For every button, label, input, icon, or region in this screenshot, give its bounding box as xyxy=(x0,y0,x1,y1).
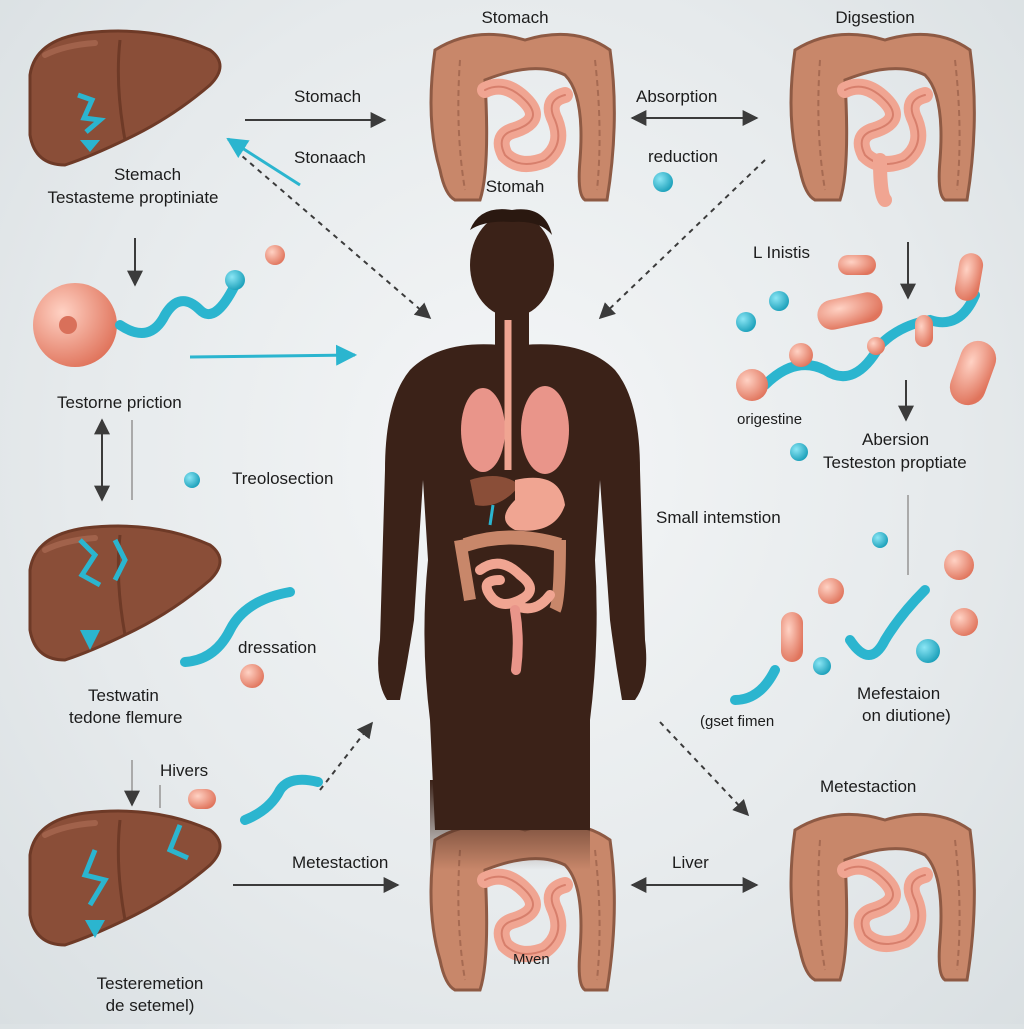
label-gset-fimen: (gset fimen xyxy=(700,713,775,730)
intestine-icon-top-center xyxy=(431,34,614,200)
label-mven: Mven xyxy=(513,951,550,968)
cyan-mark-5 xyxy=(166,824,190,861)
label-stonach: Stonaach xyxy=(294,148,366,167)
intestine-tail xyxy=(873,153,892,207)
label-liver: Liver xyxy=(672,853,709,872)
molecules xyxy=(33,172,997,825)
label-stomach-top: Stomach xyxy=(481,8,549,27)
cyan-triangle-1 xyxy=(80,140,100,152)
label-treolosection: Treolosection xyxy=(232,469,334,488)
label-dressation: dressation xyxy=(238,638,317,657)
label-digestion-top: Digsestion xyxy=(835,8,915,27)
cyan-arrow-icon xyxy=(189,344,358,366)
label-absorption: Absorption xyxy=(636,87,718,106)
arrow-icon-10 xyxy=(319,721,373,791)
label-testeston: Testeston proptiate xyxy=(823,453,967,472)
label-reduction: reduction xyxy=(648,147,718,166)
liver-icon-2 xyxy=(30,526,220,660)
label-testorne: Testorne priction xyxy=(57,393,182,412)
label-linistis: L Inistis xyxy=(753,243,811,262)
label-liver3-line1: Testeremetion xyxy=(96,974,204,993)
cyan-mark-4 xyxy=(81,849,109,907)
label-metestaction: Metestaction xyxy=(292,853,389,872)
intestine-icon-bottom-right xyxy=(791,814,974,980)
label-mefestaion-2: on diutione) xyxy=(862,706,951,725)
label-mefestaion-1: Mefestaion xyxy=(857,684,941,703)
label-hivers: Hivers xyxy=(160,761,209,780)
cyan-triangle-2 xyxy=(80,630,100,650)
label-abersion: Abersion xyxy=(862,430,930,449)
label-small-intestine: Small intemstion xyxy=(656,508,781,527)
label-liver1-line2: Testasteme proptiniate xyxy=(47,188,219,207)
arrow-icon-11 xyxy=(659,721,750,817)
label-testwatin-2: tedone flemure xyxy=(69,708,183,727)
label-origestine: origestine xyxy=(737,411,803,428)
liver-icon-3 xyxy=(30,811,220,945)
label-metestaction-right: Metestaction xyxy=(820,777,917,796)
human-body-icon xyxy=(378,209,647,870)
arrow-icon-4 xyxy=(598,159,766,320)
label-liver1-line1: Stemach xyxy=(113,165,182,184)
label-liver3-line2: de setemel) xyxy=(105,996,195,1015)
liver-icon-1 xyxy=(30,31,220,165)
label-testwatin-1: Testwatin xyxy=(88,686,159,705)
cyan-chain-2 xyxy=(180,587,295,667)
arrows xyxy=(94,110,916,893)
label-stomach-arrow: Stomach xyxy=(294,87,362,106)
cyan-arrow-icon-2 xyxy=(226,137,301,187)
cyan-mark-3 xyxy=(112,538,128,582)
cyan-mark-2 xyxy=(78,538,102,588)
cyan-triangle-3 xyxy=(85,920,105,938)
cyan-chain-1 xyxy=(115,280,240,338)
arrow-icon-3 xyxy=(234,149,432,320)
label-stomah: Stomah xyxy=(485,177,545,196)
cyan-mark-1 xyxy=(77,92,106,134)
